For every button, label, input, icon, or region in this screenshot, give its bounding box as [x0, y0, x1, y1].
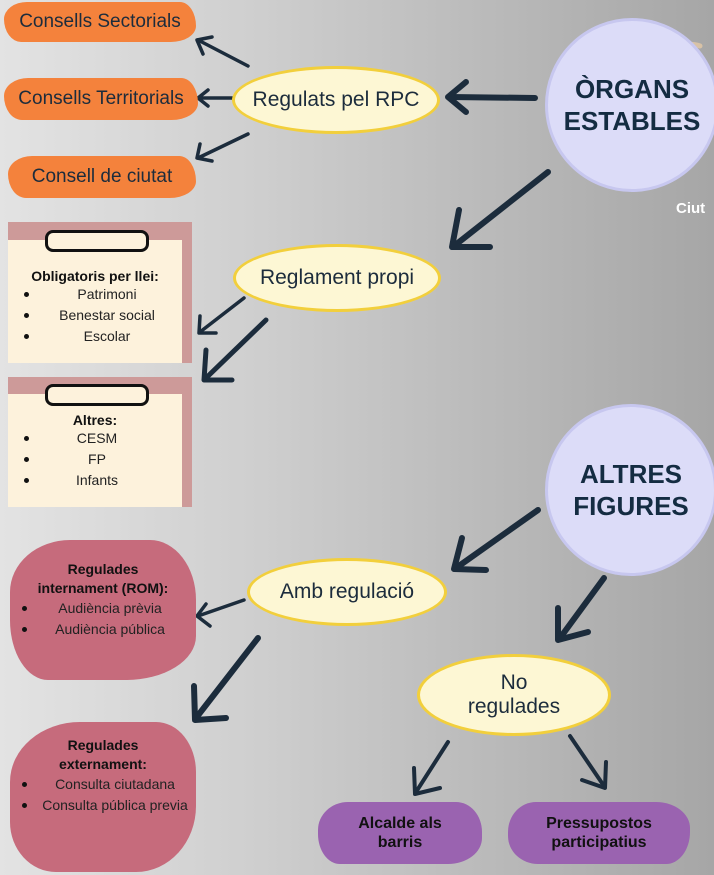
regulades-internament-title1: Regulades: [67, 561, 139, 577]
regulades-externament-list: Consulta ciutadana Consulta pública prev…: [22, 774, 190, 816]
obligatoris-board: Obligatoris per llei: Patrimoni Benestar…: [8, 240, 182, 363]
arrow-to-alcalde: [412, 740, 450, 796]
altres-board: Altres: CESM FP Infants: [8, 394, 182, 507]
organs-estables-node: ÒRGANS ESTABLES: [545, 18, 714, 192]
regulades-externament-title2: externament:: [59, 756, 147, 772]
consells-territorials-label: Consells Territorials: [18, 88, 184, 109]
consells-territorials-node: Consells Territorials: [4, 78, 198, 120]
arrow-to-obligatoris: [197, 296, 246, 335]
obligatoris-item: Escolar: [24, 326, 172, 347]
regulats-rpc-node: Regulats pel RPC: [232, 66, 440, 134]
arrow-to-regulades-externament: [191, 635, 261, 723]
no-regulades-line1: No: [500, 671, 528, 694]
amb-regulacio-node: Amb regulació: [247, 558, 447, 626]
regulades-internament-item: Audiència prèvia: [22, 598, 180, 619]
regulades-internament-title2: internament (ROM):: [37, 580, 169, 596]
regulades-internament-list: Audiència prèvia Audiència pública: [22, 598, 180, 640]
regulades-externament-title1: Regulades: [67, 737, 139, 753]
obligatoris-list: Patrimoni Benestar social Escolar: [24, 284, 172, 347]
regulades-externament-blob: Regulades externament: Consulta ciutadan…: [10, 722, 196, 872]
arrow-figures-to-no-regulades: [555, 575, 607, 643]
arrow-organs-to-reglament: [449, 169, 551, 250]
arrow-to-pressupostos: [568, 734, 608, 790]
altres-list: CESM FP Infants: [24, 428, 152, 491]
regulades-externament-item: Consulta pública previa: [22, 795, 190, 816]
consells-sectorials-label: Consells Sectorials: [19, 11, 181, 32]
obligatoris-item: Benestar social: [24, 305, 172, 326]
consell-ciutat-label: Consell de ciutat: [31, 166, 173, 187]
arrow-organs-to-regulats: [445, 79, 538, 115]
regulades-externament-item: Consulta ciutadana: [22, 774, 190, 795]
pressupostos-line2: participatius: [551, 834, 647, 851]
consell-ciutat-node: Consell de ciutat: [8, 156, 196, 198]
partial-ciut-label: Ciut: [676, 200, 706, 217]
arrow-figures-to-amb-regulacio: [451, 507, 541, 573]
regulades-internament-blob: Regulades internament (ROM): Audiència p…: [10, 540, 196, 680]
obligatoris-title: Obligatoris per llei:: [31, 268, 159, 284]
no-regulades-node: No regulades: [417, 654, 611, 736]
organs-estables-line2: ESTABLES: [563, 106, 701, 136]
obligatoris-item: Patrimoni: [24, 284, 172, 305]
arrow-to-altres: [201, 317, 269, 383]
clipboard-clip-icon: [45, 384, 149, 406]
pressupostos-line1: Pressupostos: [546, 815, 652, 832]
altres-figures-node: ALTRES FIGURES: [545, 404, 714, 576]
altres-title: Altres:: [72, 412, 118, 428]
consells-sectorials-node: Consells Sectorials: [4, 2, 196, 42]
regulades-internament-item: Audiència pública: [22, 619, 180, 640]
altres-item: FP: [24, 449, 152, 470]
arrow-to-regulades-internament: [195, 598, 246, 628]
altres-figures-line1: ALTRES: [579, 459, 683, 489]
no-regulades-line2: regulades: [467, 695, 561, 718]
arrow-to-consells-territorials: [196, 88, 234, 108]
altres-figures-line2: FIGURES: [573, 491, 689, 521]
alcalde-barris-node: Alcalde als barris: [318, 802, 482, 864]
arrow-to-consell-ciutat: [195, 132, 250, 163]
amb-regulacio-label: Amb regulació: [279, 580, 415, 603]
arrow-to-consells-sectorials: [195, 35, 250, 68]
reglament-propi-node: Reglament propi: [233, 244, 441, 312]
regulats-rpc-label: Regulats pel RPC: [252, 88, 420, 111]
alcalde-line2: barris: [377, 834, 423, 851]
reglament-propi-label: Reglament propi: [259, 266, 415, 289]
altres-item: CESM: [24, 428, 152, 449]
alcalde-line1: Alcalde als: [358, 815, 442, 832]
altres-item: Infants: [24, 470, 152, 491]
organs-estables-line1: ÒRGANS: [574, 74, 690, 104]
pressupostos-node: Pressupostos participatius: [508, 802, 690, 864]
clipboard-clip-icon: [45, 230, 149, 252]
